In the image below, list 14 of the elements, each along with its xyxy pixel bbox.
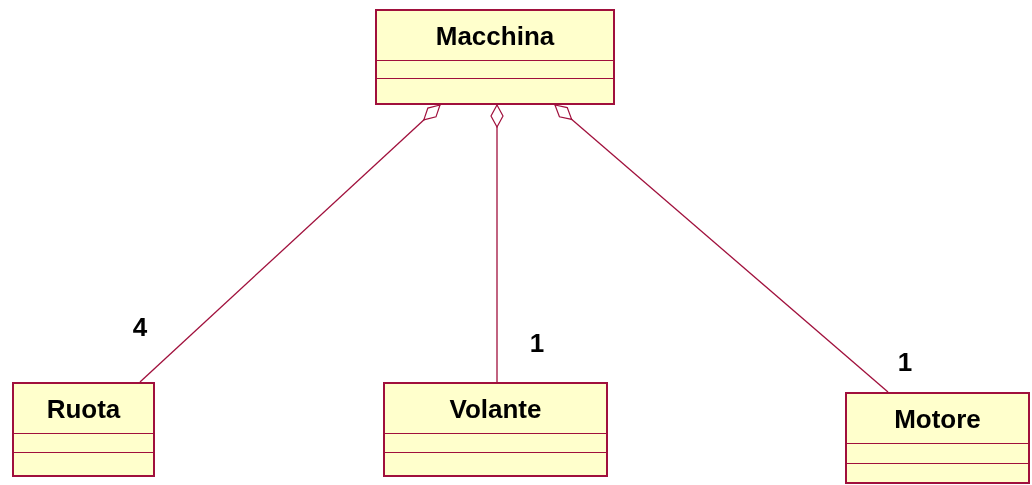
multiplicity-label: 1 xyxy=(529,330,545,356)
class-box xyxy=(12,382,155,477)
class-box xyxy=(845,392,1030,484)
class-name: Ruota xyxy=(46,395,121,422)
class-box xyxy=(375,9,615,105)
class-name: Volante xyxy=(449,395,542,422)
class-box xyxy=(383,382,608,477)
aggregation-line xyxy=(490,104,504,383)
multiplicity-label: 4 xyxy=(132,314,148,340)
multiplicity-label: 1 xyxy=(897,349,913,375)
class-name: Motore xyxy=(894,405,981,432)
aggregation-line xyxy=(554,104,889,393)
aggregation-line xyxy=(139,104,441,383)
class-name: Macchina xyxy=(435,22,555,49)
